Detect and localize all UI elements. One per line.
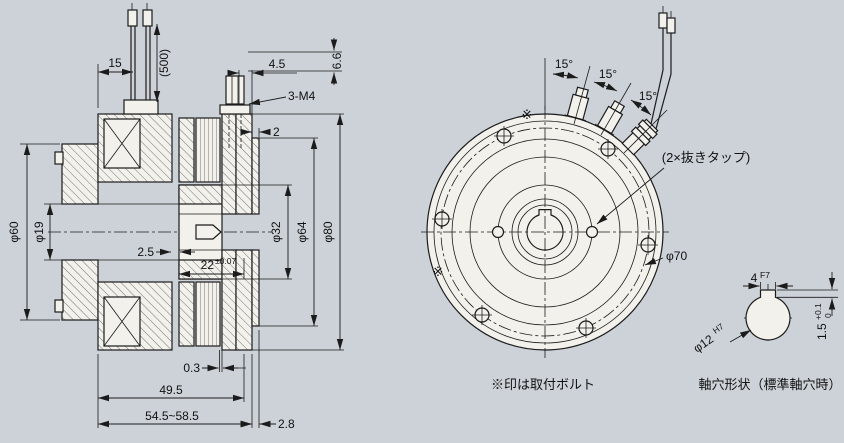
dim-key-width-fit: F7 — [760, 270, 770, 280]
bolt-holes — [432, 126, 658, 338]
dim-4-5: 4.5 — [269, 57, 286, 71]
dim-49-5: 49.5 — [159, 383, 183, 397]
dim-22-tol: ±0.07 — [215, 256, 236, 266]
dim-phi64: φ64 — [295, 221, 309, 242]
lead-wires — [123, 3, 159, 115]
extraction-taps — [491, 225, 599, 239]
installed-bolts — [564, 86, 626, 136]
hub — [54, 143, 99, 321]
dim-22: 22 — [201, 258, 215, 272]
dim-2: 2 — [273, 125, 280, 139]
dim-phi19: φ19 — [32, 221, 46, 242]
key-depth-tol-upper: +0.1 — [813, 303, 823, 320]
coil-top — [103, 118, 141, 169]
section-view: 15 (500) 4.5 6.6 3-M4 2 — [7, 3, 344, 431]
armature — [178, 117, 221, 347]
wire-terminal-icon — [127, 9, 138, 27]
shaft-detail-view: 4 F7 φ12 H7 1.5 +0.1 0 軸穴形状（標準軸穴時） — [691, 270, 842, 392]
mounting-note: ※印は取付ボルト — [491, 377, 595, 392]
dim-2-8: 2.8 — [278, 417, 295, 431]
dim-2-5: 2.5 — [137, 245, 154, 259]
dim-key-width: 4 — [751, 271, 758, 285]
front-labels: (2×抜きタップ) φ70 ※ ※ ※印は取付ボルト — [433, 107, 751, 392]
ref-mark-2: ※ — [433, 264, 444, 279]
angle-dim-3: 15° — [639, 89, 657, 103]
spring-pin — [195, 224, 222, 240]
wire-terminal-icon — [666, 17, 676, 34]
dim-500: (500) — [157, 49, 171, 77]
angle-dim-2: 15° — [599, 67, 617, 81]
terminal-and-wires — [621, 6, 676, 156]
dim-phi60: φ60 — [7, 221, 21, 242]
angle-dimensions: 15° 15° 15° — [544, 57, 668, 154]
mounting-flange — [221, 113, 260, 351]
dim-15: 15 — [108, 56, 122, 70]
dim-6-6: 6.6 — [330, 52, 344, 69]
wire-terminal-icon — [658, 12, 668, 29]
dim-bore: φ12 — [691, 332, 717, 356]
wire-terminal-icon — [142, 9, 153, 27]
label-3-m4: 3-M4 — [288, 89, 316, 103]
dim-54-5-58-5: 54.5~58.5 — [145, 409, 199, 423]
key-depth-tol-lower: 0 — [823, 313, 833, 318]
coil-bottom — [103, 296, 141, 347]
field-housing — [97, 113, 173, 351]
dim-key-depth: 1.5 — [815, 323, 829, 340]
key-depth-dimension: 1.5 +0.1 0 — [777, 272, 838, 340]
key-width-dimension: 4 F7 — [743, 270, 793, 290]
detail-bore — [745, 289, 791, 341]
dim-phi32: φ32 — [269, 221, 283, 242]
dim-0-3: 0.3 — [183, 361, 200, 375]
bore-dimension: φ12 H7 — [691, 321, 752, 356]
dim-phi70: φ70 — [666, 249, 687, 263]
dim-bore-fit: H7 — [711, 321, 726, 336]
shaft-caption: 軸穴形状（標準軸穴時） — [698, 377, 841, 392]
mounting-bolt — [219, 75, 251, 150]
dim-phi80: φ80 — [321, 221, 335, 242]
ref-mark-1: ※ — [522, 107, 533, 122]
angle-dim-1: 15° — [555, 57, 573, 71]
front-view: 15° 15° 15° (2×抜きタップ) φ70 ※ ※ ※印は取付ボルト — [421, 6, 750, 392]
shaft-bore — [526, 209, 564, 251]
section-dimensions: 15 (500) 4.5 6.6 3-M4 2 — [7, 24, 344, 431]
tap-note: (2×抜きタップ) — [662, 150, 750, 165]
